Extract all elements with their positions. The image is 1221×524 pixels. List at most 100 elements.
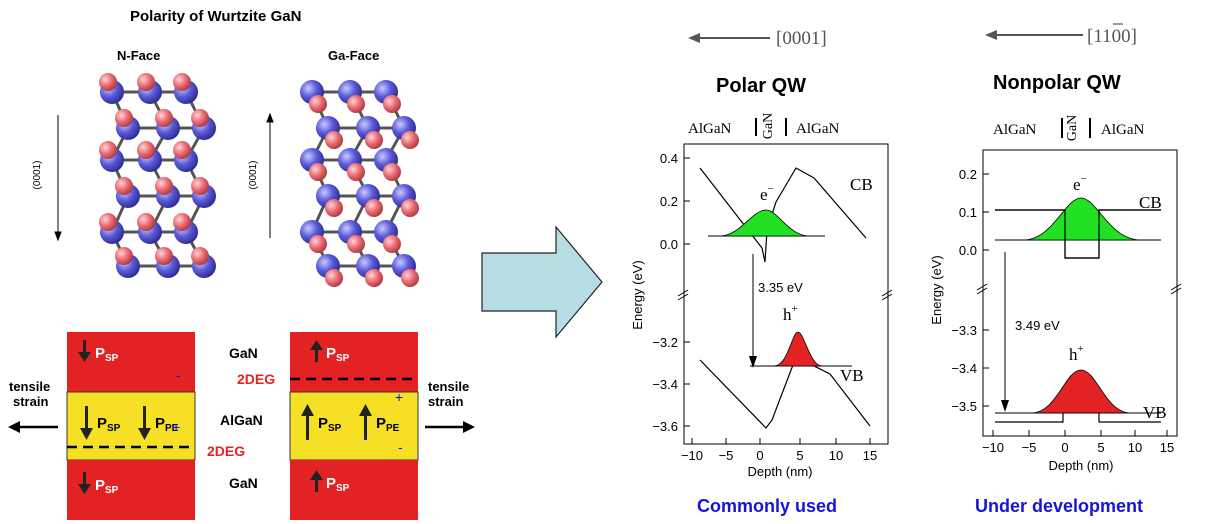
nonpolar-hole-wavefunction bbox=[1030, 369, 1132, 414]
tensile-arrow-left bbox=[8, 421, 58, 433]
polar-gap-label: 3.35 eV bbox=[758, 280, 803, 295]
polar-vb-line bbox=[699, 356, 871, 429]
atom-n bbox=[365, 131, 383, 149]
atom-n bbox=[137, 213, 155, 231]
svg-text:AlGaN: AlGaN bbox=[993, 122, 1036, 138]
atom-n bbox=[155, 177, 173, 195]
n-face-axis-arrow bbox=[54, 115, 62, 242]
polar-hole-label: h+ bbox=[783, 303, 798, 324]
atom-n bbox=[365, 269, 383, 287]
nonpolar-electron-wavefunction bbox=[1022, 197, 1142, 241]
charge-minus: - bbox=[176, 367, 181, 383]
atom-n bbox=[99, 73, 117, 91]
svg-text:0: 0 bbox=[1061, 440, 1068, 455]
svg-text:−3.4: −3.4 bbox=[951, 361, 977, 376]
crystal-structures: (0001) (0001) bbox=[32, 73, 419, 287]
svg-text:AlGaN: AlGaN bbox=[688, 121, 731, 137]
atom-n bbox=[191, 177, 209, 195]
svg-text:10: 10 bbox=[829, 448, 843, 463]
atom-n bbox=[115, 177, 133, 195]
atom-n bbox=[325, 131, 343, 149]
atom-n bbox=[383, 95, 401, 113]
atom-n bbox=[365, 199, 383, 217]
n-face-polarization-arrows bbox=[78, 340, 151, 494]
polar-qw-plot: [0001] Polar QW AlGaN GaN AlGaN 0.4 0.2 … bbox=[630, 28, 893, 479]
svg-text:−3.2: −3.2 bbox=[652, 335, 678, 350]
polar-electron-label: e− bbox=[760, 183, 774, 204]
atom-n bbox=[115, 109, 133, 127]
nonpolar-gap-label: 3.49 eV bbox=[1015, 318, 1060, 333]
atom-n bbox=[155, 109, 173, 127]
atom-n bbox=[325, 269, 343, 287]
svg-text:PSP: PSP bbox=[326, 475, 350, 494]
charge-minus: - bbox=[398, 439, 403, 455]
nonpolar-title: Nonpolar QW bbox=[993, 72, 1121, 94]
svg-text:0.0: 0.0 bbox=[660, 237, 678, 252]
svg-text:0: 0 bbox=[756, 448, 763, 463]
2deg-label-top: 2DEG bbox=[237, 371, 275, 387]
polarization-stacks: PSP PSP PPE PSP PSP PSP PPE PSP - + + - … bbox=[8, 332, 475, 520]
nonpolar-vb-label: VB bbox=[1143, 403, 1167, 422]
polar-vb-label: VB bbox=[840, 366, 864, 385]
atom-n bbox=[191, 247, 209, 265]
svg-text:0.1: 0.1 bbox=[959, 205, 977, 220]
polar-title: Polar QW bbox=[716, 75, 806, 97]
atom-n bbox=[173, 141, 191, 159]
nonpolar-direction: [1100] bbox=[1087, 26, 1137, 47]
atom-n bbox=[401, 269, 419, 287]
atom-n bbox=[99, 141, 117, 159]
nonpolar-direction-arrow bbox=[985, 30, 1083, 40]
svg-text:15: 15 bbox=[1160, 440, 1174, 455]
svg-text:AlGaN: AlGaN bbox=[796, 121, 839, 137]
svg-text:−3.4: −3.4 bbox=[652, 377, 678, 392]
atom-n bbox=[191, 109, 209, 127]
atom-n bbox=[99, 213, 117, 231]
atom-n bbox=[309, 95, 327, 113]
atom-n bbox=[325, 199, 343, 217]
ga-face-label: Ga-Face bbox=[328, 48, 380, 63]
svg-text:5: 5 bbox=[1097, 440, 1104, 455]
tensile-arrow-right bbox=[425, 421, 475, 433]
polar-hole-wavefunction bbox=[773, 331, 823, 367]
svg-text:0.4: 0.4 bbox=[660, 151, 678, 166]
polar-cb-label: CB bbox=[850, 175, 873, 194]
svg-text:−10: −10 bbox=[681, 448, 703, 463]
polar-cb-line bbox=[699, 167, 867, 263]
nonpolar-electron-label: e− bbox=[1073, 173, 1087, 194]
nonpolar-ylabel: Energy (eV) bbox=[929, 255, 944, 324]
nonpolar-qw-plot: [1100] Nonpolar QW AlGaN GaN AlGaN 0.2 0… bbox=[929, 23, 1182, 473]
svg-text:strain: strain bbox=[428, 394, 463, 409]
ga-face-axis-label: (0001) bbox=[248, 161, 259, 190]
atom-n bbox=[173, 73, 191, 91]
ga-face-stack bbox=[289, 332, 419, 520]
svg-text:−3.3: −3.3 bbox=[951, 323, 977, 338]
svg-text:0.2: 0.2 bbox=[959, 167, 977, 182]
nonpolar-cb-label: CB bbox=[1139, 193, 1162, 212]
svg-text:PPE: PPE bbox=[155, 415, 179, 434]
svg-text:AlGaN: AlGaN bbox=[1101, 122, 1144, 138]
atom-n bbox=[383, 235, 401, 253]
polar-caption: Commonly used bbox=[697, 496, 838, 516]
svg-text:PSP: PSP bbox=[97, 415, 121, 434]
svg-text:strain: strain bbox=[13, 394, 48, 409]
polar-xlabel: Depth (nm) bbox=[747, 464, 812, 479]
polar-direction-arrow bbox=[688, 33, 770, 43]
atom-n bbox=[309, 235, 327, 253]
atom-n bbox=[137, 73, 155, 91]
svg-text:PSP: PSP bbox=[326, 345, 350, 364]
svg-text:−3.6: −3.6 bbox=[652, 419, 678, 434]
svg-text:GaN: GaN bbox=[1065, 115, 1080, 141]
svg-text:PPE: PPE bbox=[376, 415, 400, 434]
polar-electron-wavefunction bbox=[719, 209, 811, 237]
charge-plus: + bbox=[395, 389, 403, 405]
atom-n bbox=[173, 213, 191, 231]
gan-bottom-label: GaN bbox=[229, 475, 258, 491]
crystal-title: Polarity of Wurtzite GaN bbox=[130, 8, 302, 25]
svg-text:PSP: PSP bbox=[95, 477, 119, 496]
svg-text:tensile: tensile bbox=[428, 379, 469, 394]
svg-text:GaN: GaN bbox=[761, 113, 776, 139]
n-face-stack bbox=[66, 332, 196, 520]
atom-n bbox=[401, 131, 419, 149]
ga-face-polarization-arrows bbox=[301, 340, 372, 492]
atom-n bbox=[347, 163, 365, 181]
